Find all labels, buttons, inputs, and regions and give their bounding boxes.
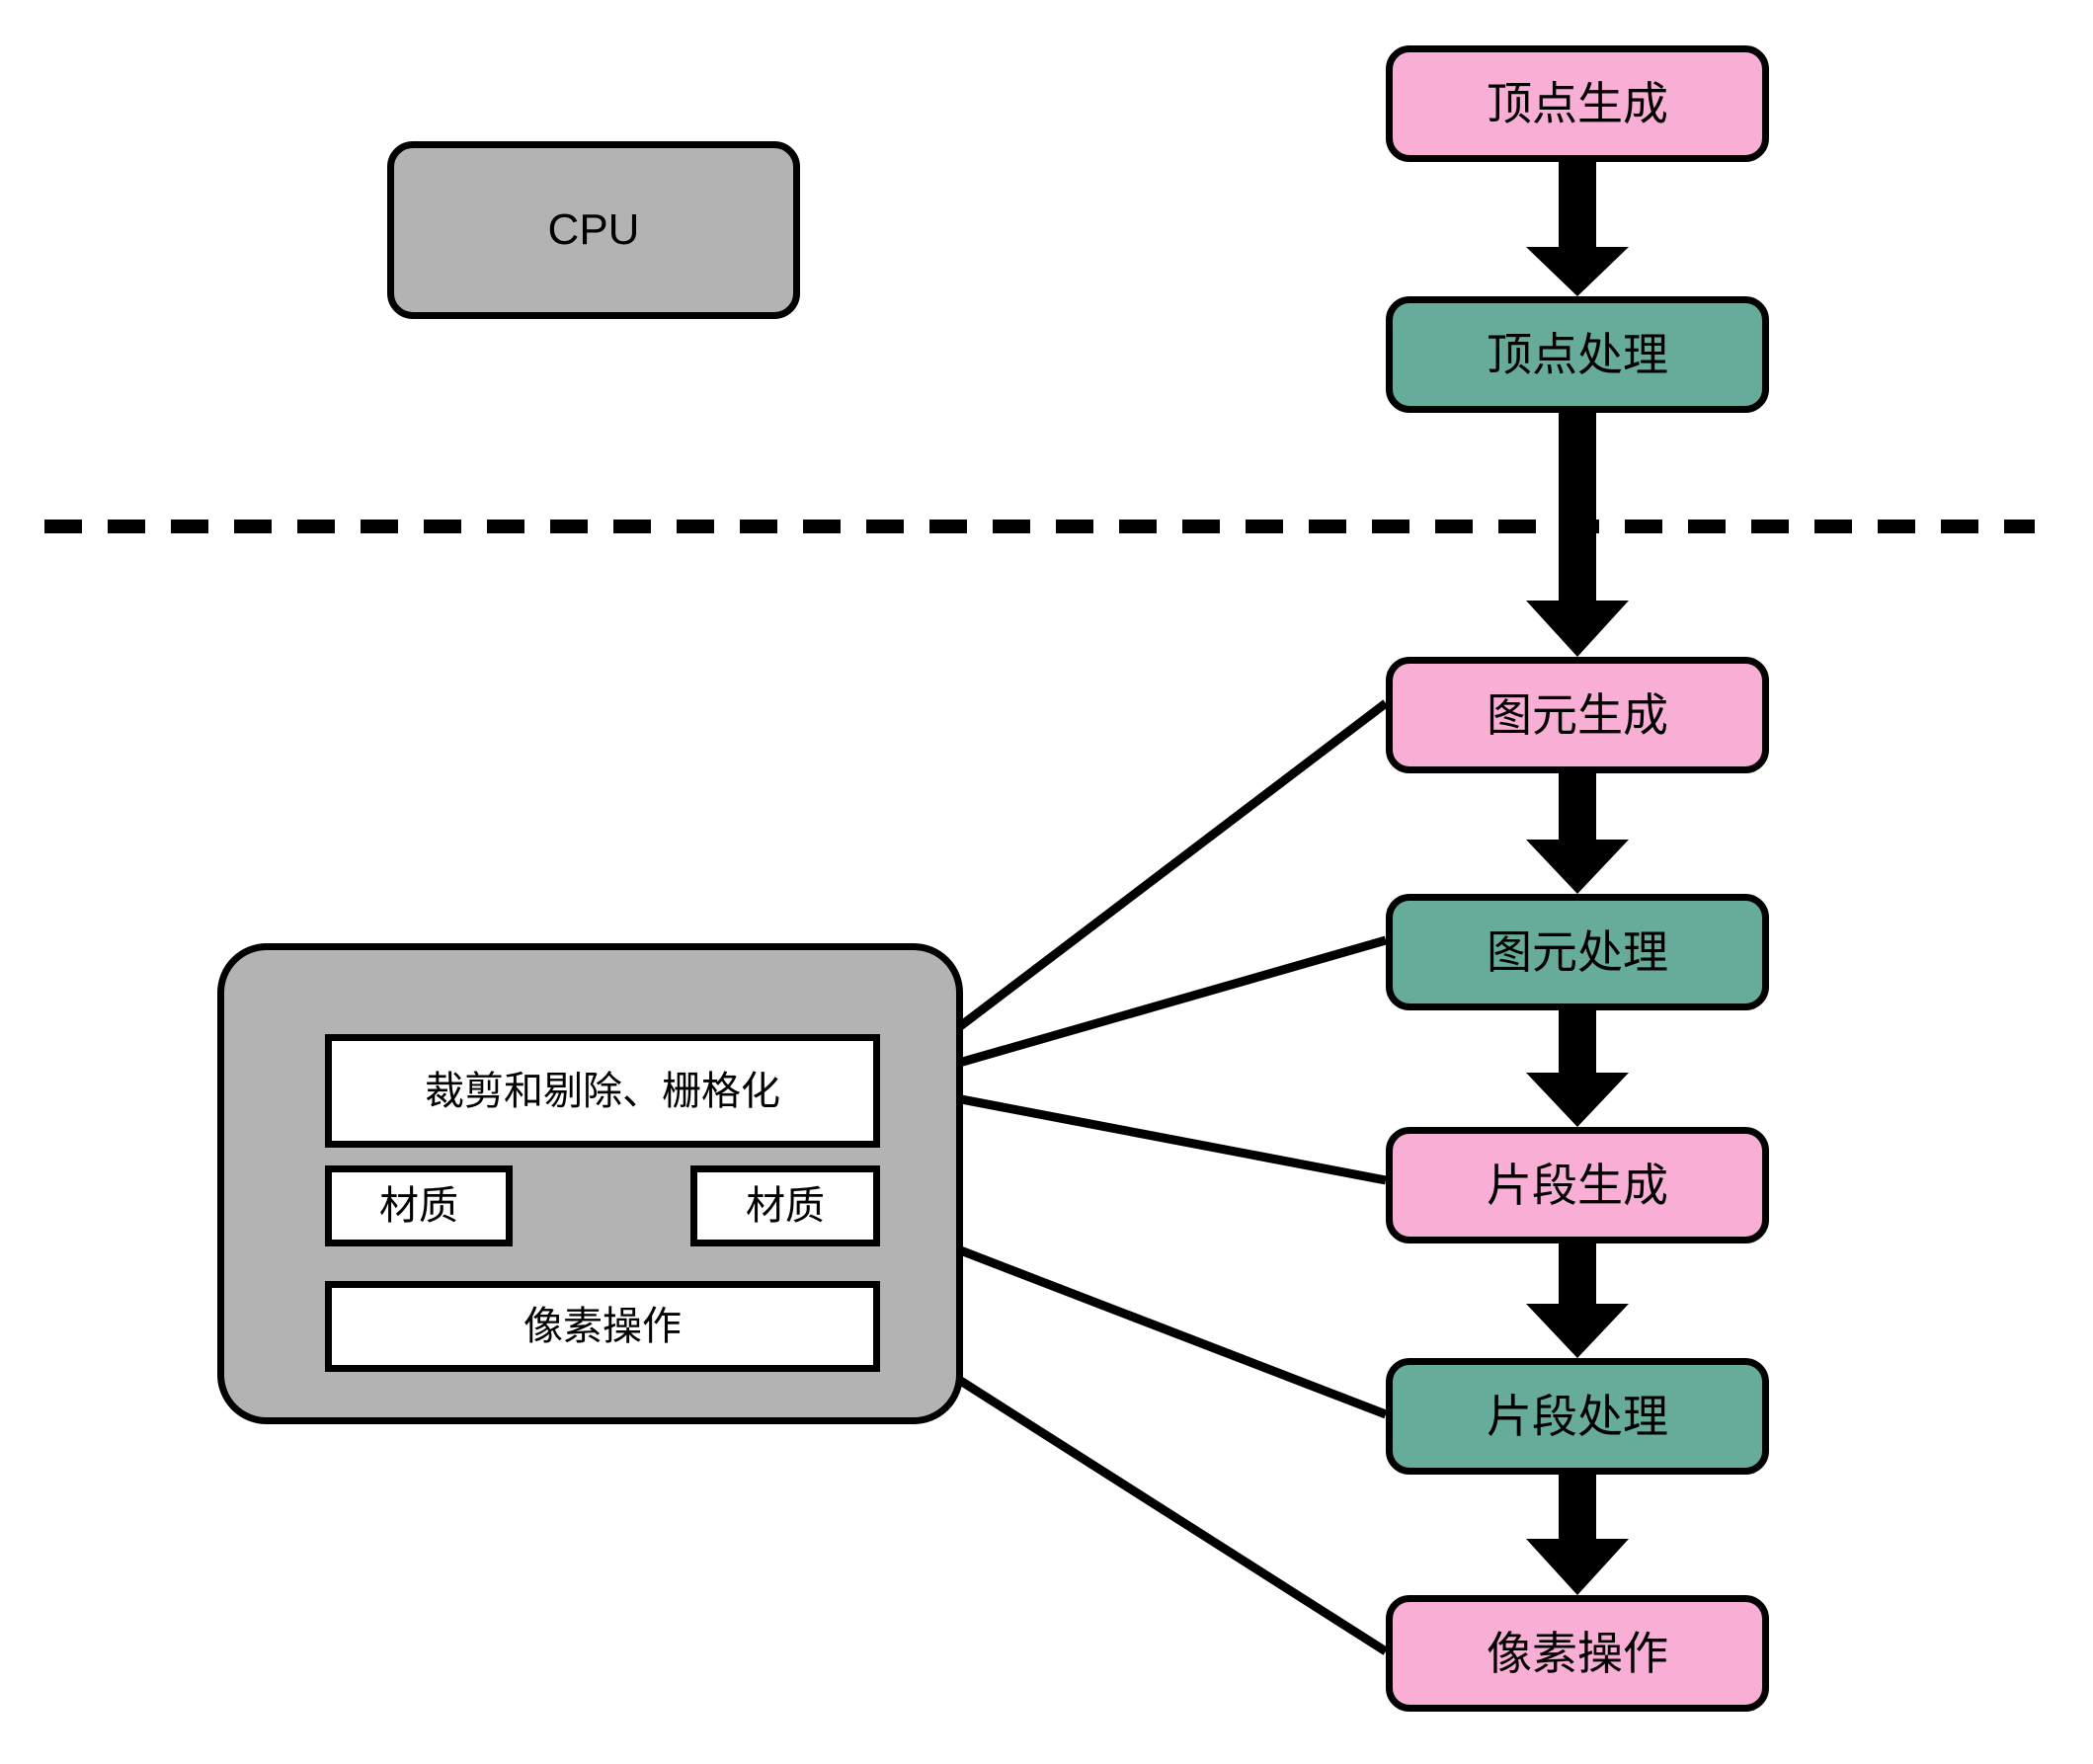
stage-vertex-generation[interactable]: 顶点生成 (1386, 45, 1769, 162)
link-pixelop-to-pixelops (891, 1334, 1389, 1655)
stage-pixel-operations[interactable]: 像素操作 (1386, 1595, 1769, 1712)
arrow-vertexgen-to-vertexproc (1526, 162, 1629, 296)
cpu-box[interactable]: CPU (387, 141, 800, 319)
stage-fragment-processing[interactable]: 片段处理 (1386, 1358, 1769, 1475)
gpu-unit-texture-left[interactable]: 材质 (325, 1165, 513, 1246)
gpu-unit-texture-right-label: 材质 (746, 1184, 825, 1228)
arrow-primproc-to-fraggen (1526, 1010, 1629, 1127)
stage-fragment-generation-label: 片段生成 (1487, 1159, 1668, 1211)
stage-fragment-generation[interactable]: 片段生成 (1386, 1127, 1769, 1243)
stage-fragment-processing-label: 片段处理 (1487, 1390, 1668, 1442)
arrow-vertexproc-to-primgen (1526, 413, 1629, 657)
gpu-unit-texture-right[interactable]: 材质 (690, 1165, 880, 1246)
gpu-block[interactable]: 裁剪和剔除、栅格化 材质 材质 像素操作 (217, 943, 963, 1424)
link-fraggen-to-raster (893, 1082, 1387, 1185)
gpu-unit-texture-left-label: 材质 (379, 1184, 458, 1228)
gpu-unit-pixel-operations[interactable]: 像素操作 (325, 1281, 880, 1372)
arrow-fraggen-to-fragproc (1526, 1243, 1629, 1358)
stage-vertex-processing-label: 顶点处理 (1487, 328, 1668, 380)
stage-primitive-generation-label: 图元生成 (1487, 688, 1668, 741)
stage-vertex-generation-label: 顶点生成 (1487, 77, 1668, 129)
stage-primitive-generation[interactable]: 图元生成 (1386, 657, 1769, 773)
stage-primitive-processing-label: 图元处理 (1487, 925, 1668, 978)
gpu-unit-rasterization-label: 裁剪和剔除、栅格化 (425, 1069, 780, 1113)
gpu-unit-pixel-operations-label: 像素操作 (523, 1305, 682, 1348)
link-primproc-to-raster (892, 935, 1388, 1086)
cpu-label: CPU (547, 204, 640, 254)
link-primgen-to-raster (891, 699, 1389, 1081)
gpu-link-lines (891, 699, 1389, 1655)
gpu-unit-rasterization[interactable]: 裁剪和剔除、栅格化 (325, 1034, 880, 1148)
arrow-fragproc-to-pixelop (1526, 1475, 1629, 1595)
stage-pixel-operations-label: 像素操作 (1487, 1627, 1668, 1679)
link-fragproc-to-texture (892, 1220, 1388, 1419)
arrow-primgen-to-primproc (1526, 773, 1629, 894)
stage-vertex-processing[interactable]: 顶点处理 (1386, 296, 1769, 413)
stage-primitive-processing[interactable]: 图元处理 (1386, 894, 1769, 1010)
